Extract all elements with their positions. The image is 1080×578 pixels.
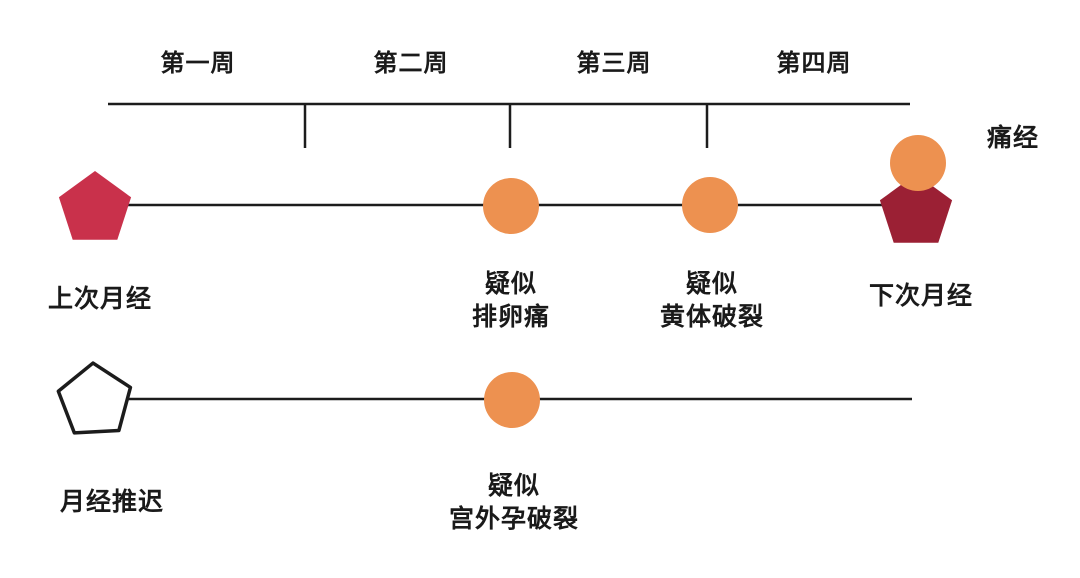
- week-1-label: 第一周: [160, 51, 236, 77]
- dysmenorrhea-dot-icon: [890, 135, 946, 191]
- next-menses-pentagon-icon: [879, 174, 953, 243]
- ectopic-rupture-dot-icon: [484, 372, 540, 428]
- ovulation-pain-dot-icon: [483, 178, 539, 234]
- week-2-label: 第二周: [373, 51, 449, 77]
- ovulation-pain-label: 疑似 排卵痛: [471, 271, 551, 331]
- week-4-label: 第四周: [776, 51, 852, 77]
- last-menses-pentagon-icon: [58, 171, 132, 240]
- next-menses-label: 下次月经: [868, 283, 974, 310]
- week-3-label: 第三周: [576, 51, 652, 77]
- last-menses-label: 上次月经: [47, 286, 153, 313]
- delayed-menses-label: 月经推迟: [59, 489, 165, 516]
- ectopic-rupture-label: 疑似 宫外孕破裂: [448, 473, 580, 533]
- delayed-menses-pentagon-outline-icon: [56, 361, 133, 435]
- dysmenorrhea-label: 痛经: [986, 125, 1040, 152]
- luteum-rupture-dot-icon: [682, 177, 738, 233]
- luteum-rupture-label: 疑似 黄体破裂: [659, 271, 765, 331]
